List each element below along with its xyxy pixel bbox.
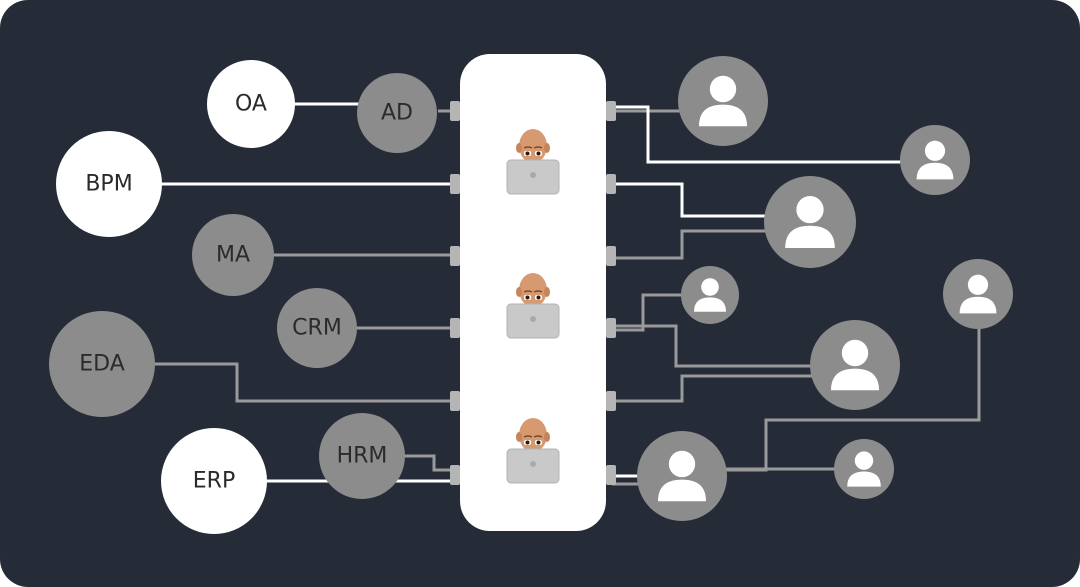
port-right-3: [606, 246, 616, 266]
port-left-4: [450, 318, 460, 338]
user-nodes: [637, 56, 1013, 521]
port-right-4: [606, 318, 616, 338]
connector-hub-user-4: [612, 293, 682, 332]
user-node-6[interactable]: [810, 320, 900, 410]
left-connectors: [155, 102, 456, 483]
oa-circle: [207, 60, 295, 148]
port-left-3: [450, 246, 460, 266]
bpm-label: BPM: [85, 172, 132, 197]
system-node-crm[interactable]: CRM: [277, 288, 357, 368]
system-node-erp[interactable]: ERP: [161, 428, 267, 534]
system-node-eda[interactable]: EDA: [49, 311, 155, 417]
ma-label: MA: [216, 243, 250, 268]
erp-circle: [161, 428, 267, 534]
erp-label: ERP: [193, 469, 235, 494]
user-node-7[interactable]: [637, 431, 727, 521]
crm-label: CRM: [292, 316, 342, 341]
right-connectors: [612, 105, 981, 486]
system-node-oa[interactable]: OA: [207, 60, 295, 148]
system-node-ad[interactable]: AD: [357, 73, 437, 153]
port-left-1: [450, 101, 460, 121]
connector-hub-user-3b: [612, 229, 768, 260]
ma-circle: [192, 214, 274, 296]
connector-hub-user-3: [612, 182, 768, 218]
user-node-2[interactable]: [900, 125, 970, 195]
eda-circle: [49, 311, 155, 417]
agent-hub: [450, 54, 616, 531]
connector-hub-user-5b: [612, 374, 812, 403]
ad-label: AD: [381, 101, 413, 126]
crm-circle: [277, 288, 357, 368]
connector-hrm-hub: [402, 454, 456, 472]
user-node-4[interactable]: [681, 266, 739, 324]
port-left-5: [450, 391, 460, 411]
port-left-2: [450, 174, 460, 194]
system-node-ma[interactable]: MA: [192, 214, 274, 296]
bpm-circle: [56, 131, 162, 237]
hrm-label: HRM: [337, 444, 388, 469]
oa-label: OA: [235, 92, 267, 117]
port-right-1: [606, 101, 616, 121]
hub-ports-right: [606, 101, 616, 485]
port-right-2: [606, 174, 616, 194]
system-node-hrm[interactable]: HRM: [319, 413, 405, 499]
port-right-5: [606, 391, 616, 411]
user-node-5[interactable]: [943, 259, 1013, 329]
system-node-bpm[interactable]: BPM: [56, 131, 162, 237]
hrm-circle: [319, 413, 405, 499]
user-node-1[interactable]: [678, 56, 768, 146]
ad-circle: [357, 73, 437, 153]
user-node-8[interactable]: [834, 439, 894, 499]
connector-eda-hub: [155, 362, 456, 403]
port-right-6: [606, 465, 616, 485]
eda-label: EDA: [79, 352, 125, 377]
port-left-6: [450, 465, 460, 485]
system-nodes: OA AD BPM MA CRM EDA HRM ERP: [49, 60, 437, 534]
connector-hub-user-2: [612, 105, 902, 164]
hub-ports-left: [450, 101, 460, 485]
connector-hub-user-5: [612, 324, 812, 368]
user-node-3[interactable]: [764, 176, 856, 268]
